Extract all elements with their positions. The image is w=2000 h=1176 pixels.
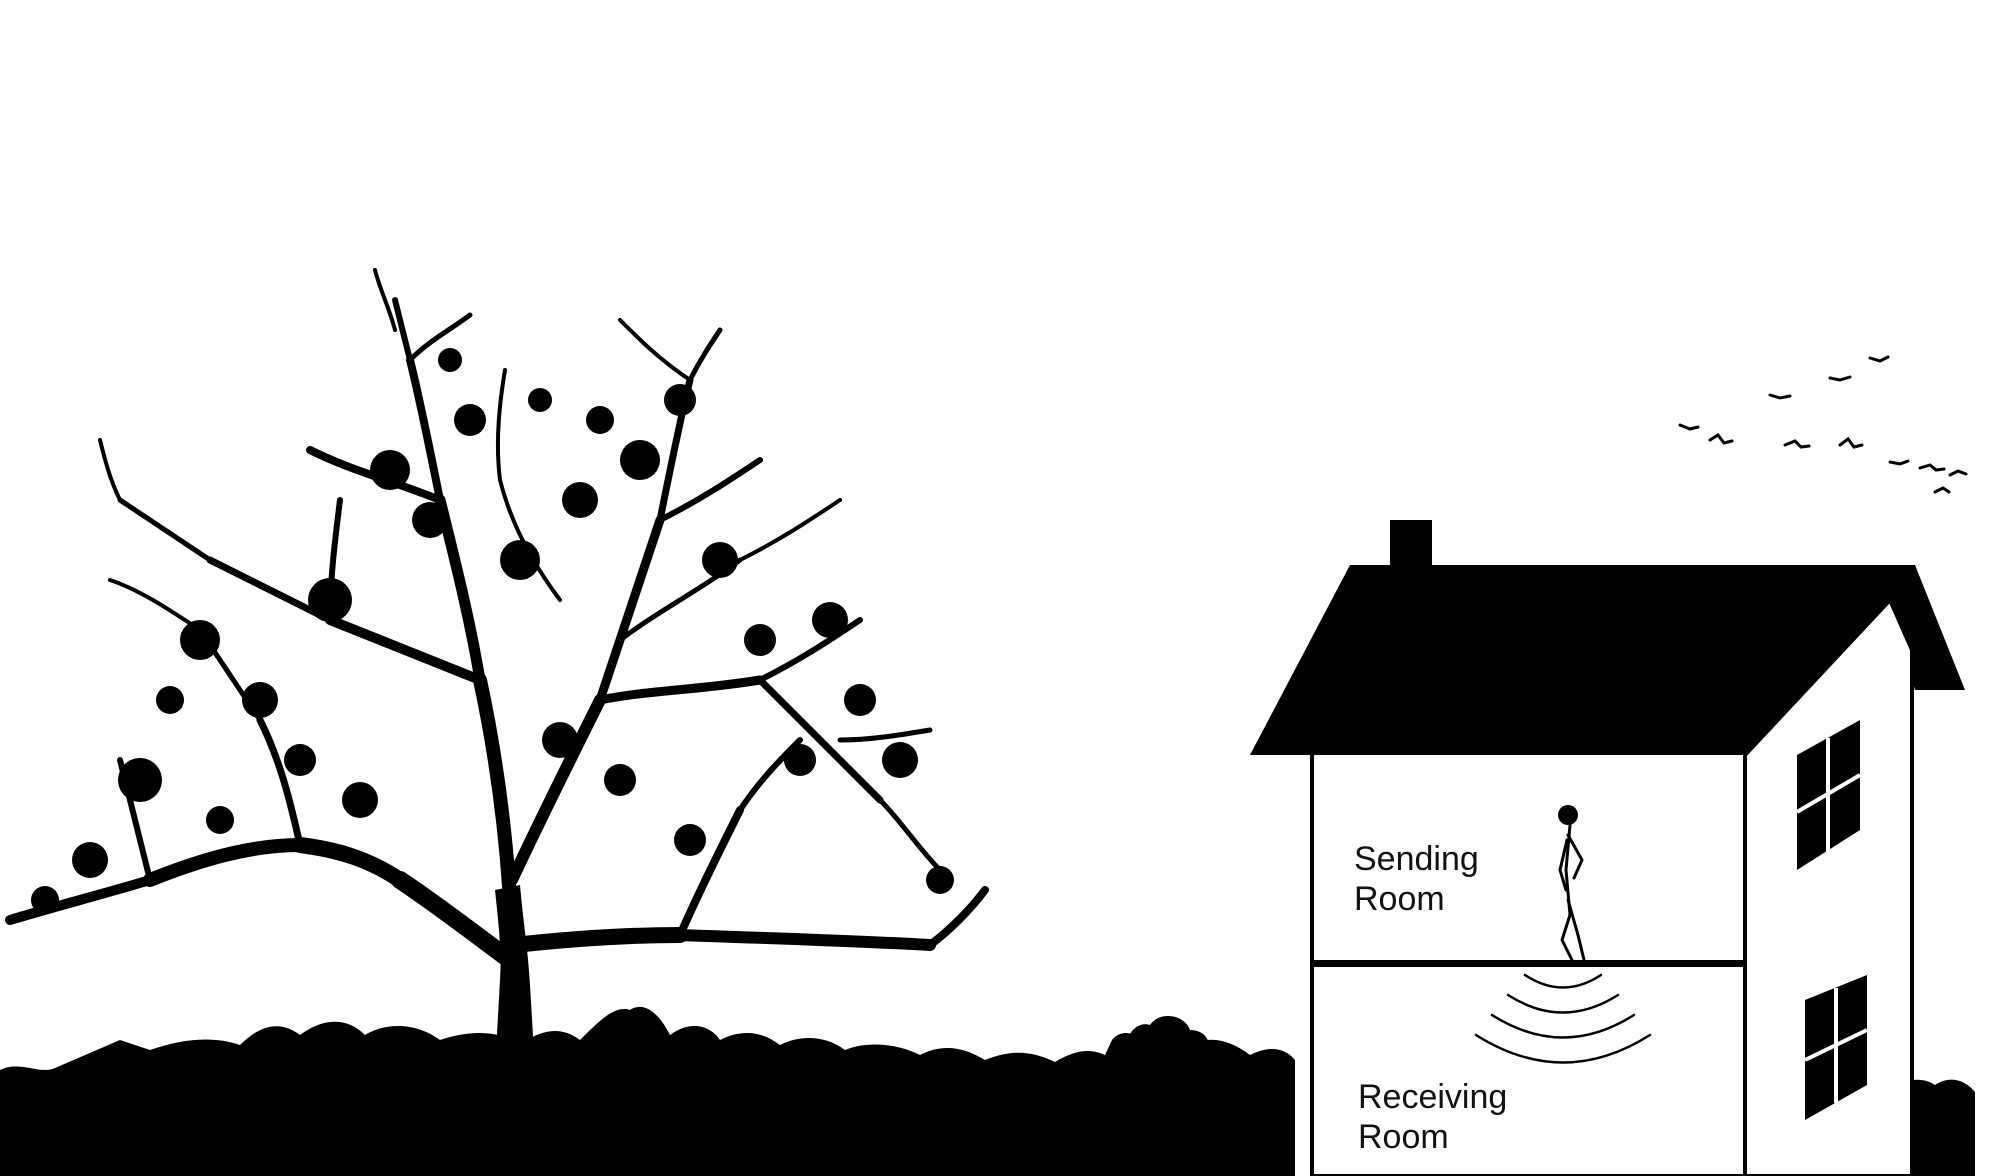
bird-flock-icon — [1678, 355, 1968, 494]
ground-silhouette — [0, 1006, 1975, 1176]
receiving-room-line1: Receiving — [1358, 1078, 1507, 1116]
receiving-room-label: Receiving Room — [1358, 1078, 1517, 1156]
walking-person-icon — [1558, 805, 1586, 962]
receiving-room-line2: Room — [1358, 1118, 1449, 1156]
sending-room-label: Sending Room — [1354, 840, 1488, 918]
house-cross-section-icon — [1250, 520, 1965, 1176]
sending-room-line1: Sending — [1354, 840, 1479, 878]
tree-foliage — [31, 348, 954, 914]
sending-room-line2: Room — [1354, 880, 1445, 918]
sound-wave-icon — [1474, 973, 1652, 1064]
